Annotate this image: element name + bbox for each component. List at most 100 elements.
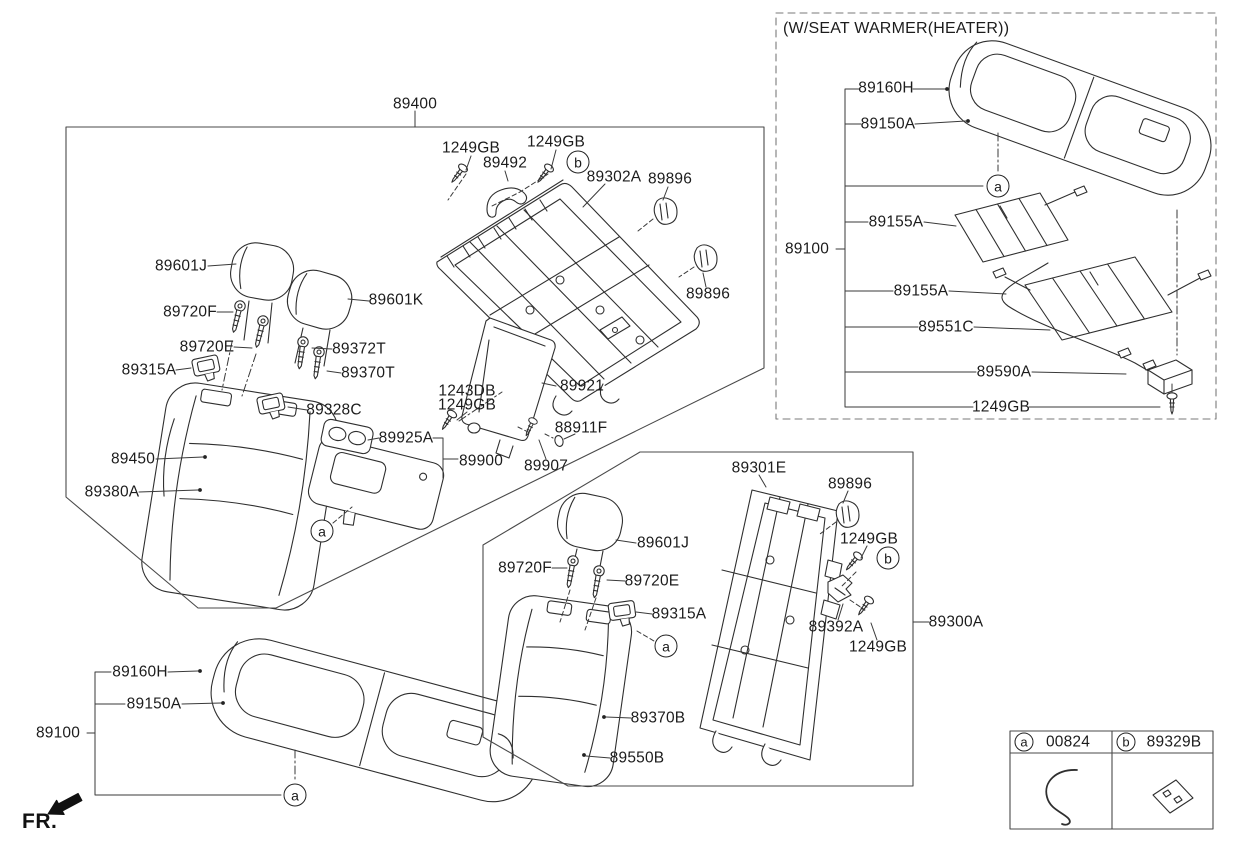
part-label-89601J: 89601J — [636, 534, 690, 552]
part-label-89315A: 89315A — [121, 361, 177, 379]
part-label-89315A: 89315A — [651, 605, 707, 623]
clip-art-89896-2 — [693, 244, 718, 272]
leader-dots — [198, 87, 970, 757]
part-label-89392A: 89392A — [808, 618, 864, 636]
part-label-89150A: 89150A — [126, 695, 182, 713]
wiring-harness-art — [1001, 262, 1157, 376]
heater-mat-art-2 — [992, 256, 1212, 341]
part-label-89100: 89100 — [35, 724, 81, 742]
part-label-89720E: 89720E — [179, 338, 235, 356]
latch-art-89392A — [827, 574, 853, 603]
part-label-89921: 89921 — [559, 377, 605, 395]
callout-b: b — [566, 150, 590, 174]
hook-icon — [1045, 769, 1078, 826]
legend-code-00824: 00824 — [1045, 733, 1091, 751]
legend-code-89329B: 89329B — [1146, 733, 1202, 751]
leader-lines — [86, 88, 1161, 796]
seatback-frame-art — [436, 179, 700, 416]
callout-a: a — [310, 519, 334, 543]
group-box-89300A — [482, 451, 914, 787]
legend-table — [1009, 730, 1214, 830]
screw-art-1249GB-3 — [842, 549, 865, 574]
part-label-89601K: 89601K — [368, 291, 424, 309]
backrest-frame-art — [699, 489, 843, 766]
part-label-89550B: 89550B — [609, 749, 665, 767]
warmer-cushion-art — [948, 40, 1212, 196]
part-label-1243DB: 1243DB — [438, 382, 496, 400]
bolt-art-89720F — [227, 299, 247, 335]
fr-label: FR. — [22, 810, 58, 833]
part-label-89155A: 89155A — [868, 213, 924, 231]
part-label-89907: 89907 — [523, 457, 569, 475]
part-label-89400: 89400 — [392, 95, 438, 113]
part-label-1249GB: 1249GB — [437, 396, 497, 414]
part-label-89720F: 89720F — [498, 559, 552, 577]
part-label-89372T: 89372T — [332, 340, 386, 358]
part-label-89370T: 89370T — [341, 364, 395, 382]
callout-a: a — [283, 783, 307, 807]
callout-a: a — [654, 634, 678, 658]
part-label-89720E: 89720E — [624, 572, 680, 590]
group-box-seat-warmer — [775, 12, 1217, 420]
part-label-89160H: 89160H — [858, 79, 914, 97]
bolt-art-89372T — [293, 335, 310, 371]
fr-direction-arrow-icon — [47, 792, 83, 816]
part-label-89590A: 89590A — [976, 363, 1032, 381]
part-label-89720F: 89720F — [163, 303, 217, 321]
assembly-dashed-lines — [332, 173, 866, 642]
bolt-art-89720E — [250, 314, 270, 350]
ecu-box-art — [1147, 359, 1193, 395]
screw-art-1249GB-4 — [854, 593, 876, 619]
part-label-89601J: 89601J — [154, 257, 208, 275]
grommet-art-88911F — [554, 435, 564, 447]
part-label-89380A: 89380A — [84, 483, 140, 501]
part-label-1249GB: 1249GB — [526, 133, 586, 151]
callout-a: a — [986, 174, 1010, 198]
cup-tray-art — [320, 418, 374, 455]
part-label-1249GB: 1249GB — [971, 398, 1031, 416]
part-label-89155A: 89155A — [893, 282, 949, 300]
part-label-89160H: 89160H — [112, 663, 168, 681]
bolt-art-89370T — [309, 345, 326, 381]
warmer-variant-title: (W/SEAT WARMER(HEATER)) — [783, 20, 1010, 37]
heater-mat-art-1 — [954, 185, 1088, 263]
part-label-1249GB: 1249GB — [839, 530, 899, 548]
part-label-89925A: 89925A — [378, 429, 434, 447]
part-label-89100: 89100 — [784, 240, 830, 258]
clip-icon — [1152, 779, 1194, 814]
seat-back-art — [141, 382, 339, 611]
part-label-89896: 89896 — [685, 285, 731, 303]
part-label-1249GB: 1249GB — [848, 638, 908, 656]
part-label-89896: 89896 — [647, 170, 693, 188]
part-label-89450: 89450 — [110, 450, 156, 468]
clip-art-89896-3 — [835, 500, 860, 528]
part-label-89900: 89900 — [458, 452, 504, 470]
clip-art-89896-1 — [653, 197, 678, 225]
guide-art-89315A — [190, 353, 223, 384]
legend-callout-b: b — [1116, 732, 1136, 752]
part-label-88911F: 88911F — [554, 419, 608, 437]
screw-art-1249GB-5 — [1166, 392, 1178, 415]
headrest-art-89601J — [230, 242, 295, 344]
part-label-89328C: 89328C — [306, 401, 362, 419]
part-label-89896: 89896 — [827, 475, 873, 493]
callout-b: b — [876, 546, 900, 570]
group-box-89400 — [65, 126, 765, 609]
part-label-89301E: 89301E — [731, 459, 787, 477]
headrest-art-89601J-b — [557, 492, 623, 578]
backboard-art — [461, 317, 556, 459]
part-label-89370B: 89370B — [630, 709, 686, 727]
part-label-89150A: 89150A — [860, 115, 916, 133]
part-label-1249GB: 1249GB — [441, 139, 501, 157]
part-label-89302A: 89302A — [586, 168, 642, 186]
armrest-art — [307, 437, 445, 530]
legend-callout-a: a — [1014, 732, 1034, 752]
part-label-89492: 89492 — [482, 154, 528, 172]
part-label-89300A: 89300A — [928, 613, 984, 631]
bolt-art-89720F-b — [562, 554, 580, 590]
assembly-dashdot-lines — [221, 132, 1178, 782]
part-label-89551C: 89551C — [918, 318, 974, 336]
bracket-art-89492 — [486, 187, 528, 218]
